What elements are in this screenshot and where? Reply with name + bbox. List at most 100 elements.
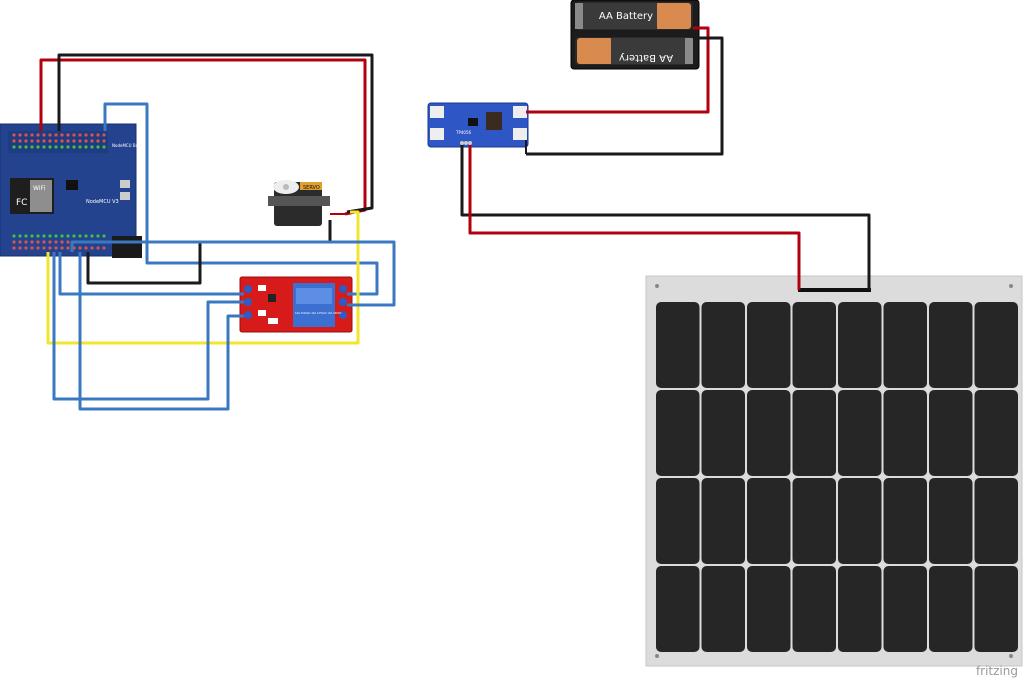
header-pin: [60, 234, 64, 238]
battery-holder[interactable]: AA Battery AA Battery: [570, 0, 700, 70]
header-pin: [72, 139, 76, 143]
header-pin: [18, 145, 22, 149]
solar-cell: [747, 566, 791, 652]
header-pin: [42, 240, 46, 244]
header-pin: [12, 139, 16, 143]
solar-cell: [701, 302, 745, 388]
base-label: NodeMCU Base: [112, 143, 143, 148]
header-pin: [36, 240, 40, 244]
wire-black-bottom: [86, 220, 332, 285]
header-pin: [90, 234, 94, 238]
solar-cell: [747, 302, 791, 388]
solar-cell: [792, 566, 836, 652]
header-pin: [12, 246, 16, 250]
header-pin: [30, 234, 34, 238]
header-pin: [102, 234, 106, 238]
solar-cell: [974, 302, 1018, 388]
header-pin: [12, 145, 16, 149]
wires: [39, 26, 871, 411]
header-pin: [36, 234, 40, 238]
header-pin: [72, 234, 76, 238]
solar-cell: [747, 390, 791, 476]
charger-module[interactable]: TP4056: [427, 102, 529, 148]
header-pin: [84, 133, 88, 137]
header-pin: [78, 234, 82, 238]
fritzing-watermark: fritzing: [976, 664, 1018, 678]
relay-spec-left: 10A 250VAC 10A 125VAC 10A 30VDC: [295, 311, 342, 315]
nodemcu-board[interactable]: WiFi FC NodeMCU V3 NodeMCU Base: [0, 123, 143, 258]
header-pin: [30, 246, 34, 250]
header-pin: [48, 246, 52, 250]
aa-battery-bottom: AA Battery: [575, 37, 693, 65]
charger-label: TP4056: [455, 130, 471, 135]
header-pin: [36, 145, 40, 149]
wire-battery-black: [526, 36, 724, 156]
solar-cell: [974, 566, 1018, 652]
header-pin: [54, 139, 58, 143]
header-pin: [18, 133, 22, 137]
wire-black-top: [57, 53, 374, 214]
header-pin: [30, 133, 34, 137]
solar-cell: [701, 390, 745, 476]
header-pin: [96, 133, 100, 137]
header-pin: [48, 234, 52, 238]
wire-yellow: [46, 210, 360, 345]
header-pin: [66, 145, 70, 149]
wire-blue-top: [103, 102, 379, 296]
header-pin: [24, 133, 28, 137]
header-pin: [66, 240, 70, 244]
header-pin: [78, 139, 82, 143]
solar-cell: [838, 302, 882, 388]
header-pin: [96, 145, 100, 149]
dc-jack: [112, 236, 142, 258]
header-pin: [84, 246, 88, 250]
header-pin: [24, 139, 28, 143]
header-pin: [102, 133, 106, 137]
solar-cell: [883, 390, 927, 476]
header-pin: [78, 246, 82, 250]
header-pin: [72, 145, 76, 149]
solar-cell: [656, 302, 700, 388]
solar-cell: [838, 566, 882, 652]
header-pin: [66, 234, 70, 238]
battery-bottom-label: AA Battery: [619, 52, 673, 63]
solar-cell: [701, 566, 745, 652]
wire-blue-relay-4: [70, 240, 396, 307]
header-pin: [78, 145, 82, 149]
solar-cell: [883, 566, 927, 652]
header-pin: [60, 246, 64, 250]
header-pin: [18, 234, 22, 238]
header-pin: [12, 240, 16, 244]
solar-cell: [974, 390, 1018, 476]
header-pin: [66, 246, 70, 250]
header-pin: [102, 145, 106, 149]
header-pin: [96, 139, 100, 143]
header-pin: [102, 246, 106, 250]
battery-top-label: AA Battery: [599, 11, 653, 22]
header-pin: [24, 234, 28, 238]
wire-panel-black: [460, 145, 871, 290]
header-pin: [42, 234, 46, 238]
solar-cell: [883, 302, 927, 388]
header-pin: [90, 139, 94, 143]
wifi-label: WiFi: [33, 185, 45, 192]
solar-cell: [792, 390, 836, 476]
solar-cell: [838, 478, 882, 564]
solar-cell: [929, 390, 973, 476]
solar-cell: [747, 478, 791, 564]
wire-blue-relay-1: [52, 252, 244, 401]
header-pin: [84, 145, 88, 149]
header-pin: [18, 240, 22, 244]
header-pin: [96, 246, 100, 250]
solar-panel[interactable]: [645, 275, 1023, 667]
solar-cell: [929, 566, 973, 652]
header-pin: [84, 139, 88, 143]
header-pin: [90, 145, 94, 149]
solar-cell: [883, 478, 927, 564]
header-pin: [18, 246, 22, 250]
servo[interactable]: SERVO: [268, 180, 330, 226]
relay-module[interactable]: 10A 250VAC 10A 125VAC 10A 30VDC: [239, 276, 353, 333]
panel-mount-holes: [655, 284, 1013, 658]
header-pin: [84, 234, 88, 238]
solar-cell: [656, 390, 700, 476]
